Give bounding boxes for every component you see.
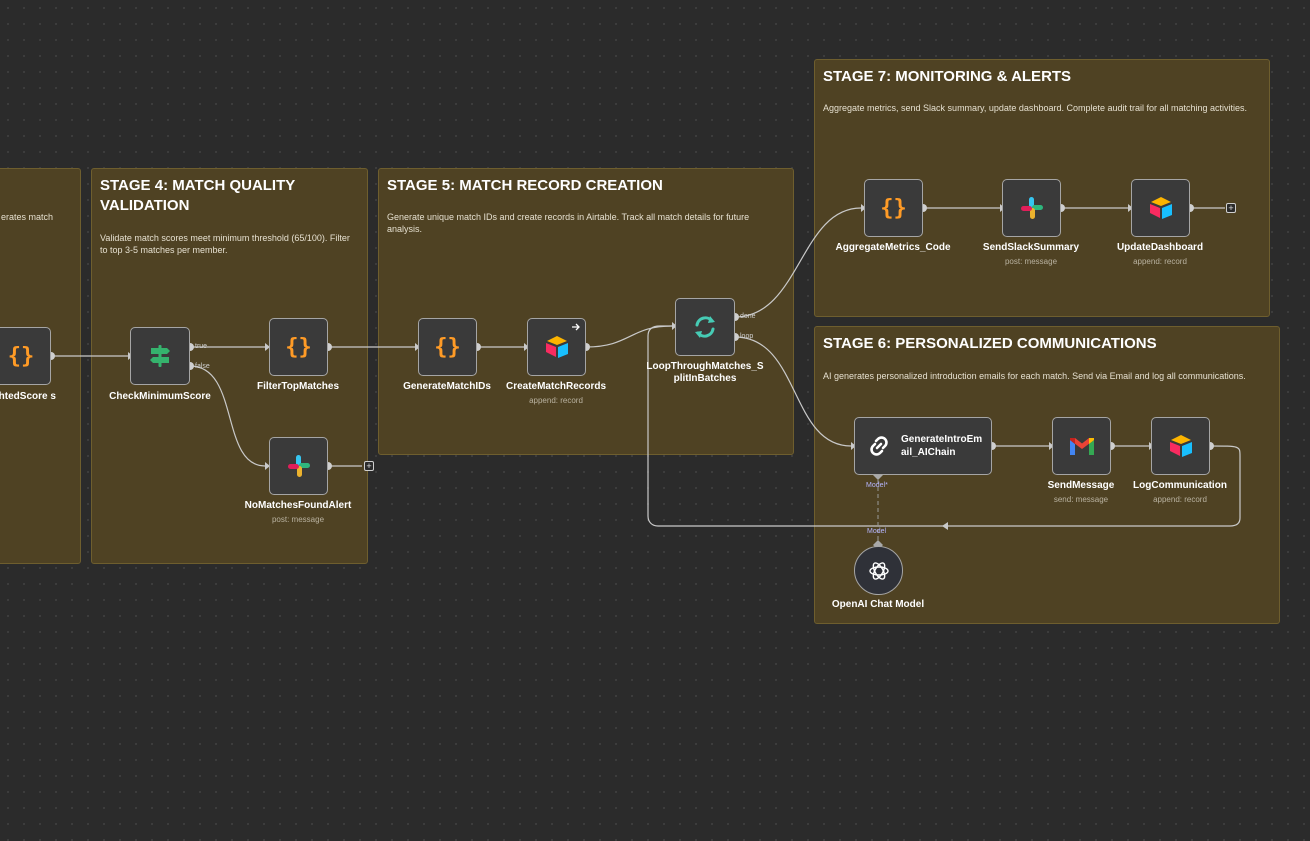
arrow-dashboard-in (1128, 204, 1133, 212)
check-minimum-score-label: CheckMinimumScore (109, 391, 211, 402)
generate-intro-email-ai-chain-node[interactable]: GenerateIntroEmail_AIChain (854, 417, 992, 475)
send-slack-summary-node[interactable] (1002, 179, 1061, 237)
send-slack-summary-label: SendSlackSummary (982, 242, 1080, 253)
airtable-icon (1169, 435, 1192, 457)
slack-icon (1020, 197, 1043, 219)
add-node-after-dashboard-button[interactable]: + (1226, 203, 1236, 213)
no-matches-found-alert-sub: post: message (271, 515, 325, 524)
add-node-after-alert-button[interactable]: + (364, 461, 374, 471)
openai-model-port-label: Model (867, 528, 887, 535)
openai-chat-model-label: OpenAI Chat Model (831, 599, 925, 610)
plus-icon: + (1228, 203, 1234, 213)
check-minimum-score-node[interactable] (130, 327, 190, 385)
check-false-port-label: false (195, 363, 210, 370)
arrow-loop-in (672, 322, 677, 330)
code-braces-icon: {} (434, 334, 461, 360)
loop-split-in-batches-node[interactable] (675, 298, 735, 356)
arrow-create-in (524, 343, 529, 351)
create-match-records-label: CreateMatchRecords (505, 381, 607, 392)
stage5-title: STAGE 5: MATCH RECORD CREATION (387, 177, 663, 194)
no-matches-found-alert-node[interactable] (269, 437, 328, 495)
aggregate-metrics-code-node[interactable]: {} (864, 179, 923, 237)
arrow-genemail-in (851, 442, 856, 450)
edge-loop-loop-to-genemail (734, 336, 852, 447)
send-message-label: SendMessage (1047, 480, 1115, 491)
refresh-loop-icon (695, 316, 715, 338)
edge-check-false-to-alert (189, 365, 266, 467)
stage5-description: Generate unique match IDs and create rec… (387, 212, 750, 234)
edge-create-to-loop (585, 325, 673, 348)
send-message-sub: send: message (1053, 495, 1109, 504)
plus-icon: + (366, 461, 372, 471)
openai-icon (868, 561, 889, 580)
loop-done-port-label: done (740, 313, 756, 320)
arrow-genids-in (415, 343, 420, 351)
code-braces-icon: {} (880, 195, 907, 221)
filter-top-matches-node[interactable]: {} (269, 318, 328, 376)
create-match-records-node[interactable] (527, 318, 586, 376)
send-slack-summary-sub: post: message (1004, 257, 1058, 266)
arrow-loop-back (942, 522, 948, 530)
slack-icon (287, 455, 310, 477)
openai-chat-model-node[interactable] (854, 546, 903, 595)
stage4-description: Validate match scores meet minimum thres… (100, 233, 350, 255)
stage3-description: erates match (1, 212, 54, 222)
log-communication-sub: append: record (1153, 495, 1207, 504)
code-braces-icon: {} (285, 334, 312, 360)
stage6-title: STAGE 6: PERSONALIZED COMMUNICATIONS (823, 335, 1157, 352)
arrow-aggregate-in (861, 204, 866, 212)
stage7-title: STAGE 7: MONITORING & ALERTS (823, 68, 1072, 85)
stage4-title: STAGE 4: MATCH QUALITY VALIDATION (100, 177, 295, 214)
filter-top-matches-label: FilterTopMatches (256, 381, 340, 392)
send-message-node[interactable] (1052, 417, 1111, 475)
check-true-port-label: true (195, 343, 208, 350)
ai-chain-model-port-label: Model* (866, 482, 888, 489)
link-chain-icon (870, 436, 888, 456)
stage4-group[interactable]: STAGE 4: MATCH QUALITY VALIDATION Valida… (91, 168, 368, 564)
arrow-filter-in (265, 343, 270, 351)
update-dashboard-node[interactable] (1131, 179, 1190, 237)
arrow-alert-in (265, 462, 270, 470)
calc-weighted-score-label: teWeightedScore s (0, 391, 56, 402)
generate-match-ids-label: GenerateMatchIDs (403, 381, 491, 392)
stage6-description: AI generates personalized introduction e… (823, 371, 1246, 381)
update-dashboard-sub: append: record (1133, 257, 1187, 266)
airtable-icon (545, 336, 568, 358)
log-communication-label: LogCommunication (1133, 480, 1227, 491)
generate-intro-email-ai-chain-label: GenerateIntroEmail_AIChain (901, 434, 983, 458)
calc-weighted-score-node[interactable]: {} (0, 327, 51, 385)
code-braces-icon: {} (7, 343, 35, 369)
create-match-records-sub: append: record (529, 396, 583, 405)
edge-loop-done-to-aggregate (734, 207, 862, 318)
stage7-description: Aggregate metrics, send Slack summary, u… (823, 103, 1248, 113)
arrow-right-icon (572, 323, 580, 331)
aggregate-metrics-code-label: AggregateMetrics_Code (835, 242, 951, 253)
log-communication-node[interactable] (1151, 417, 1210, 475)
gmail-icon (1069, 438, 1094, 455)
arrow-send-in (1049, 442, 1054, 450)
no-matches-found-alert-label: NoMatchesFoundAlert (244, 500, 352, 511)
generate-match-ids-node[interactable]: {} (418, 318, 477, 376)
loop-split-in-batches-label: LoopThroughMatches_SplitInBatches (646, 361, 764, 384)
edge-log-back-to-loop (647, 325, 1241, 527)
airtable-icon (1149, 197, 1172, 219)
update-dashboard-label: UpdateDashboard (1116, 242, 1204, 253)
signpost-icon (150, 345, 170, 367)
loop-loop-port-label: loop (740, 333, 754, 340)
